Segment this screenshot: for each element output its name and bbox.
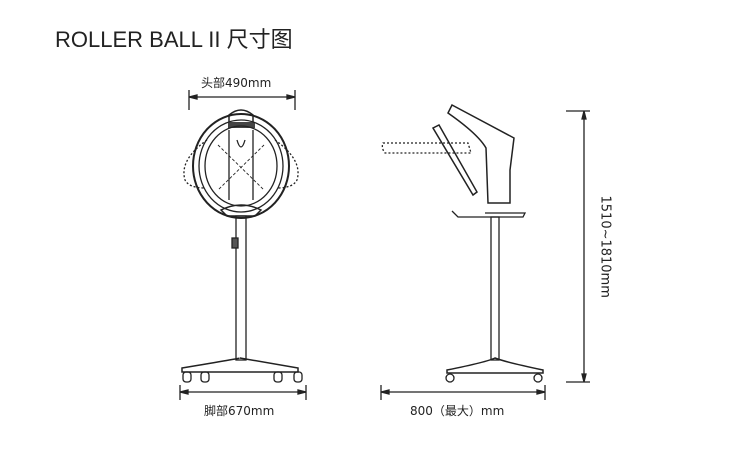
head-arm: [431, 124, 478, 197]
reach-dimension: [380, 385, 546, 400]
page-title: ROLLER BALL II 尺寸图: [55, 27, 293, 52]
head-ring-outer: [192, 113, 290, 219]
head-width-dimension: [188, 90, 296, 110]
head-width-label: 头部490mm: [201, 76, 272, 90]
head-mount: [219, 204, 263, 217]
height-knob: [231, 237, 239, 249]
max-reach-label: 800（最大）mm: [410, 404, 505, 418]
side-pole: [490, 216, 500, 361]
base: [181, 357, 299, 373]
arm-extended-dashed: [381, 142, 472, 154]
base-width-label: 脚部670mm: [204, 404, 275, 418]
side-view: [380, 103, 590, 400]
casters: [182, 371, 303, 383]
base-width-dimension: [179, 385, 307, 400]
pole: [235, 215, 247, 361]
front-view: [179, 90, 307, 400]
height-dimension: [566, 110, 590, 383]
head-housing: [447, 103, 515, 204]
side-base: [446, 357, 544, 374]
height-range-label: 1510~1810mm: [597, 195, 613, 298]
